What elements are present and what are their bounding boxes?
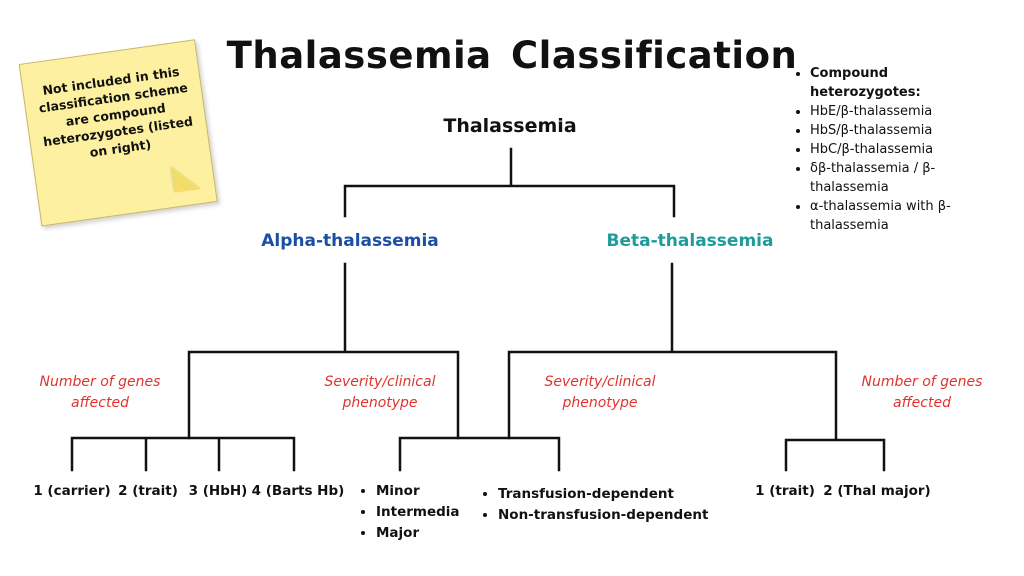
alpha-severity-list: Minor Intermedia Major [360, 481, 480, 544]
sticky-note-text: Not included in this classification sche… [37, 63, 194, 160]
leaf-beta-1-gene: 1 (trait) [755, 483, 815, 499]
criterion-alpha-severity: Severity/clinical phenotype [324, 374, 436, 411]
criterion-alpha-genes: Number of genes affected [39, 374, 161, 411]
list-item: α-thalassemia with β-thalassemia [810, 197, 992, 235]
connector-alpha [187, 262, 460, 440]
connector-root [343, 147, 676, 218]
list-item: HbC/β-thalassemia [810, 140, 992, 159]
sticky-note: Not included in this classification sche… [18, 38, 232, 239]
list-item: δβ-thalassemia / β-thalassemia [810, 159, 992, 197]
compound-heterozygotes-list: Compound heterozygotes: HbE/β-thalassemi… [792, 64, 992, 235]
node-alpha-thalassemia: Alpha-thalassemia [261, 231, 439, 251]
node-thalassemia: Thalassemia [443, 115, 577, 137]
beta-severity-list: Transfusion-dependent Non-transfusion-de… [482, 484, 732, 526]
list-item: Intermedia [376, 502, 480, 523]
leaf-beta-2-genes: 2 (Thal major) [823, 483, 931, 499]
page-title: Thalassemia Classification [226, 34, 798, 77]
connector-alpha-genes [70, 436, 296, 472]
leaf-alpha-3-genes: 3 (HbH) [188, 483, 248, 499]
connector-beta-genes [784, 438, 886, 472]
criterion-beta-severity: Severity/clinical phenotype [544, 374, 656, 411]
list-item: HbE/β-thalassemia [810, 102, 992, 121]
list-item: HbS/β-thalassemia [810, 121, 992, 140]
connector-beta [507, 262, 838, 440]
node-beta-thalassemia: Beta-thalassemia [606, 231, 774, 251]
compound-heterozygotes-heading: Compound heterozygotes: [810, 64, 992, 102]
list-item: Transfusion-dependent [498, 484, 732, 505]
leaf-alpha-1-gene: 1 (carrier) [33, 483, 111, 499]
connector-severity [398, 436, 561, 472]
page-curl-icon [171, 163, 201, 193]
list-item: Major [376, 523, 480, 544]
sticky-note-paper: Not included in this classification sche… [18, 39, 218, 227]
criterion-beta-genes: Number of genes affected [861, 374, 983, 411]
list-item: Non-transfusion-dependent [498, 505, 732, 526]
list-item: Minor [376, 481, 480, 502]
leaf-alpha-2-genes: 2 (trait) [118, 483, 178, 499]
leaf-alpha-4-genes: 4 (Barts Hb) [251, 483, 345, 499]
